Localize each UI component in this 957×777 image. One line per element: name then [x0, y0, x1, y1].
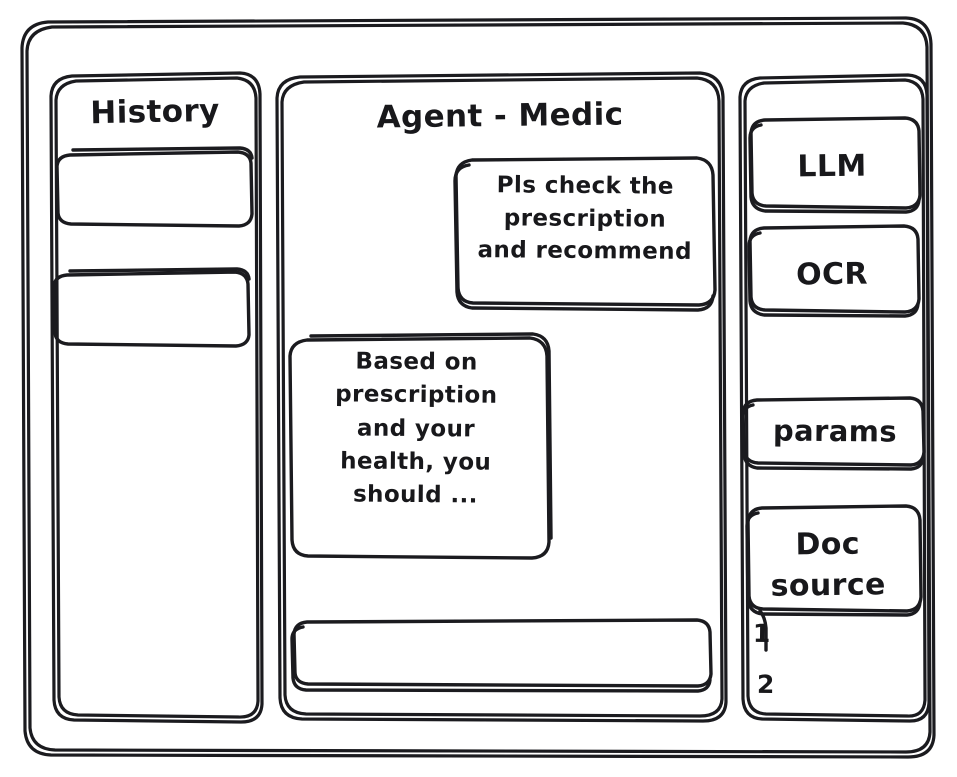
- doc-source-button[interactable]: [747, 506, 921, 615]
- params-button[interactable]: [743, 398, 924, 469]
- user-message-bubble[interactable]: [455, 158, 715, 310]
- history-item-1[interactable]: [57, 148, 252, 228]
- history-item-2[interactable]: [54, 269, 249, 348]
- assistant-message-bubble[interactable]: [290, 334, 551, 560]
- message-composer-input[interactable]: [292, 620, 711, 691]
- tool-button-llm[interactable]: [750, 118, 920, 212]
- tool-button-ocr[interactable]: [749, 226, 919, 316]
